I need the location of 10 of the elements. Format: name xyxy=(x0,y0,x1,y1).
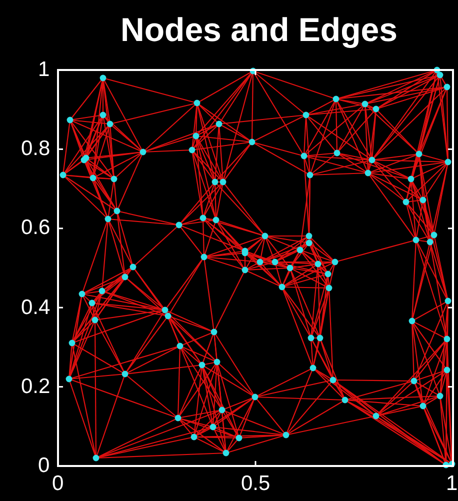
axis-tick-label: 0.4 xyxy=(21,296,50,320)
axis-tick-label: 0.8 xyxy=(21,137,50,162)
axis-tick-label: 0.5 xyxy=(241,472,270,496)
axis-tick-label: 0 xyxy=(38,454,50,478)
axis-tick-label: 0 xyxy=(52,472,64,496)
axis-tick-label: 1 xyxy=(38,58,50,82)
axis-tick-label: 0.6 xyxy=(21,216,50,240)
axis-tick-label: 0.2 xyxy=(21,374,50,399)
axis-tick-label: 1 xyxy=(446,472,458,496)
chart-title: Nodes and Edges xyxy=(120,10,398,50)
